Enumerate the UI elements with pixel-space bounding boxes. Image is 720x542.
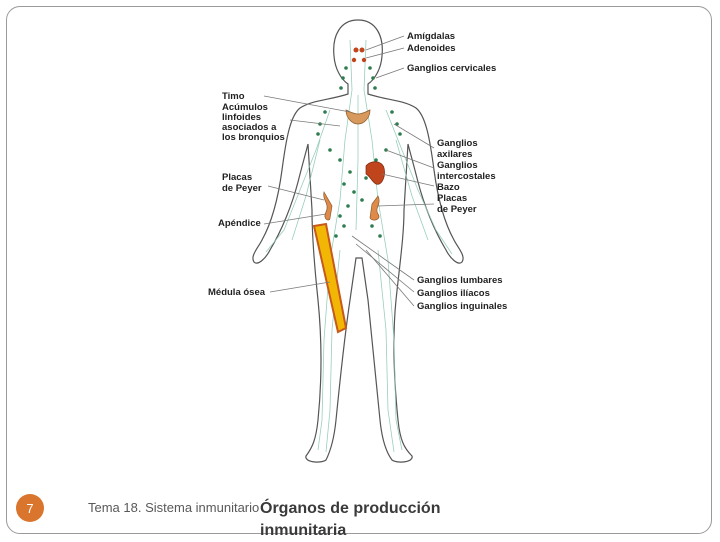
label-ganglios-iliacos: Ganglios ilíacos	[417, 288, 490, 299]
label-apendice: Apéndice	[218, 218, 261, 229]
label-medula-osea: Médula ósea	[208, 287, 266, 298]
label-timo: Timo	[222, 91, 245, 102]
course-title: Tema 18. Sistema inmunitario	[88, 500, 260, 515]
label-adenoides: Adenoides	[407, 43, 456, 54]
label-ganglios-intercostales-1: Ganglios	[437, 160, 478, 171]
label-placas-peyer-left-1: Placas	[222, 172, 252, 183]
thymus	[345, 109, 371, 125]
leader-lines	[263, 35, 435, 307]
label-acumulos-2: linfoides	[222, 112, 261, 123]
label-acumulos-1: Acúmulos	[222, 102, 268, 113]
label-placas-peyer-left-2: de Peyer	[222, 183, 262, 194]
label-ganglios-intercostales-2: intercostales	[437, 171, 496, 182]
slide-title: Órganos de producción inmunitaria	[260, 500, 441, 539]
page-number: 7	[26, 500, 34, 516]
label-placas-peyer-right-1: Placas	[437, 193, 467, 204]
human-body-outline	[252, 19, 464, 463]
label-bazo: Bazo	[437, 182, 460, 193]
slide-frame	[6, 6, 712, 534]
bone-marrow-femur	[312, 222, 348, 334]
label-placas-peyer-right-2: de Peyer	[437, 204, 477, 215]
label-ganglios-cervicales: Ganglios cervicales	[407, 63, 496, 74]
page-number-badge: 7	[16, 494, 44, 522]
label-amigdalas: Amígdalas	[407, 31, 455, 42]
tonsils	[351, 47, 367, 63]
label-ganglios-axilares-1: Ganglios	[437, 138, 478, 149]
spleen	[365, 161, 385, 185]
label-acumulos-4: los bronquios	[222, 132, 285, 143]
label-ganglios-lumbares: Ganglios lumbares	[417, 275, 503, 286]
peyer-patches-left	[323, 191, 333, 221]
lymph-nodes	[316, 66, 402, 238]
label-ganglios-inguinales: Ganglios inguinales	[417, 301, 507, 312]
label-acumulos-3: asociados a	[222, 122, 277, 133]
peyer-patches-right	[369, 195, 380, 221]
label-ganglios-axilares-2: axilares	[437, 149, 472, 160]
